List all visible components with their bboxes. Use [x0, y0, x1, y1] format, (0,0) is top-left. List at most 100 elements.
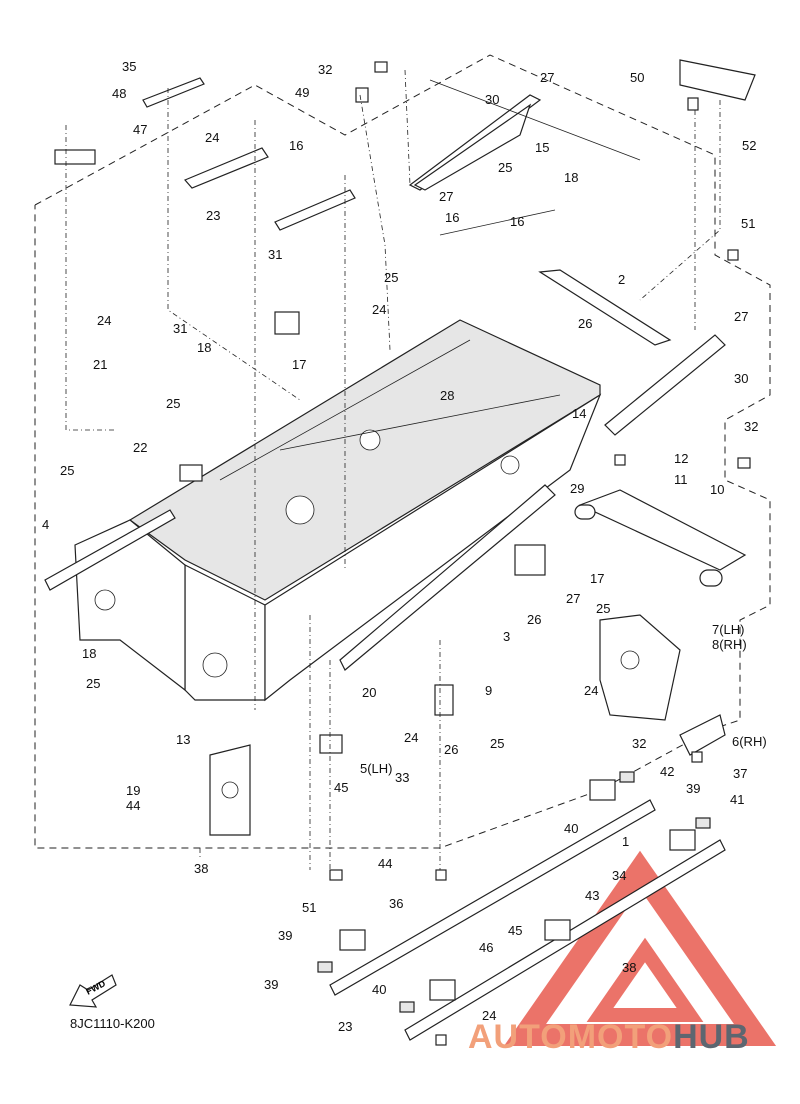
callout: 16 — [445, 210, 459, 225]
callout: 17 — [292, 357, 306, 372]
callout: 24 — [584, 683, 598, 698]
callout: 5(LH) — [360, 761, 393, 776]
callout: 50 — [630, 70, 644, 85]
callout: 38 — [194, 861, 208, 876]
callout: 16 — [510, 214, 524, 229]
callout: 29 — [570, 481, 584, 496]
callout: 25 — [596, 601, 610, 616]
callout: 2 — [618, 272, 625, 287]
callout: 42 — [660, 764, 674, 779]
callout: 10 — [710, 482, 724, 497]
callout: 26 — [527, 612, 541, 627]
callout: 45 — [508, 923, 522, 938]
callout: 31 — [268, 247, 282, 262]
callout: 44 — [126, 798, 140, 813]
callout: 24 — [404, 730, 418, 745]
callout: 25 — [86, 676, 100, 691]
brackets — [54, 149, 711, 1013]
callout: 24 — [205, 130, 219, 145]
frame-tunnel — [74, 319, 602, 702]
watermark-part1: AUTOMOTO — [468, 1018, 674, 1056]
callout: 1 — [622, 834, 629, 849]
callout: 33 — [395, 770, 409, 785]
callout: 23 — [206, 208, 220, 223]
callout: 25 — [384, 270, 398, 285]
callout: 17 — [590, 571, 604, 586]
callout-labels: 35 48 47 32 49 27 30 50 52 24 15 23 25 1… — [42, 59, 767, 1034]
callout: 27 — [734, 309, 748, 324]
callout: 4 — [42, 517, 49, 532]
callout: 34 — [612, 868, 626, 883]
callout: 21 — [93, 357, 107, 372]
assembly-boundary — [34, 54, 771, 849]
callout: 27 — [439, 189, 453, 204]
callout: 25 — [60, 463, 74, 478]
callout: 18 — [197, 340, 211, 355]
callout: 30 — [734, 371, 748, 386]
callout: 31 — [173, 321, 187, 336]
callout: 39 — [264, 977, 278, 992]
callout: 35 — [122, 59, 136, 74]
callout: 18 — [82, 646, 96, 661]
side-plates — [209, 614, 726, 836]
diagram-code: 8JC1110-K200 — [70, 1016, 155, 1031]
callout: 47 — [133, 122, 147, 137]
callout: 7(LH) — [712, 622, 745, 637]
callout: 25 — [498, 160, 512, 175]
watermark-text: AUTOMOTOHUB — [468, 1018, 750, 1057]
callout: 15 — [535, 140, 549, 155]
support-bars — [142, 59, 756, 436]
callout: 41 — [730, 792, 744, 807]
callout: 51 — [741, 216, 755, 231]
callout: 32 — [318, 62, 332, 77]
callout: 46 — [479, 940, 493, 955]
callout: 14 — [572, 406, 586, 421]
callout: 32 — [632, 736, 646, 751]
callout: 39 — [686, 781, 700, 796]
callout: 36 — [389, 896, 403, 911]
callout: 45 — [334, 780, 348, 795]
callout: 39 — [278, 928, 292, 943]
watermark-part2: HUB — [673, 1018, 750, 1056]
callout: 19 — [126, 783, 140, 798]
callout: 25 — [490, 736, 504, 751]
fasteners — [329, 61, 751, 1046]
reference-lines — [65, 69, 721, 870]
callout: 9 — [485, 683, 492, 698]
callout: 43 — [585, 888, 599, 903]
callout: 24 — [97, 313, 111, 328]
callout: 16 — [289, 138, 303, 153]
callout: 48 — [112, 86, 126, 101]
callout: 3 — [503, 629, 510, 644]
callout: 40 — [372, 982, 386, 997]
callout: 20 — [362, 685, 376, 700]
callout: 26 — [444, 742, 458, 757]
callout: 25 — [166, 396, 180, 411]
callout: 27 — [566, 591, 580, 606]
callout: 30 — [485, 92, 499, 107]
callout: 24 — [372, 302, 386, 317]
callout: 44 — [378, 856, 392, 871]
callout: 27 — [540, 70, 554, 85]
callout: 12 — [674, 451, 688, 466]
callout: 40 — [564, 821, 578, 836]
callout: 13 — [176, 732, 190, 747]
callout: 32 — [744, 419, 758, 434]
callout: 26 — [578, 316, 592, 331]
callout: 24 — [482, 1008, 496, 1023]
fwd-arrow-icon: FWD — [69, 974, 117, 1008]
callout: 28 — [440, 388, 454, 403]
callout: 51 — [302, 900, 316, 915]
watermark-triangle — [503, 850, 777, 1046]
callout: 49 — [295, 85, 309, 100]
callout: 38 — [622, 960, 636, 975]
callout: 11 — [674, 472, 688, 487]
callout: 18 — [564, 170, 578, 185]
callout: 52 — [742, 138, 756, 153]
callout: 8(RH) — [712, 637, 747, 652]
bumper-assembly — [574, 489, 747, 587]
callout: 22 — [133, 440, 147, 455]
callout: 23 — [338, 1019, 352, 1034]
callout: 6(RH) — [732, 734, 767, 749]
